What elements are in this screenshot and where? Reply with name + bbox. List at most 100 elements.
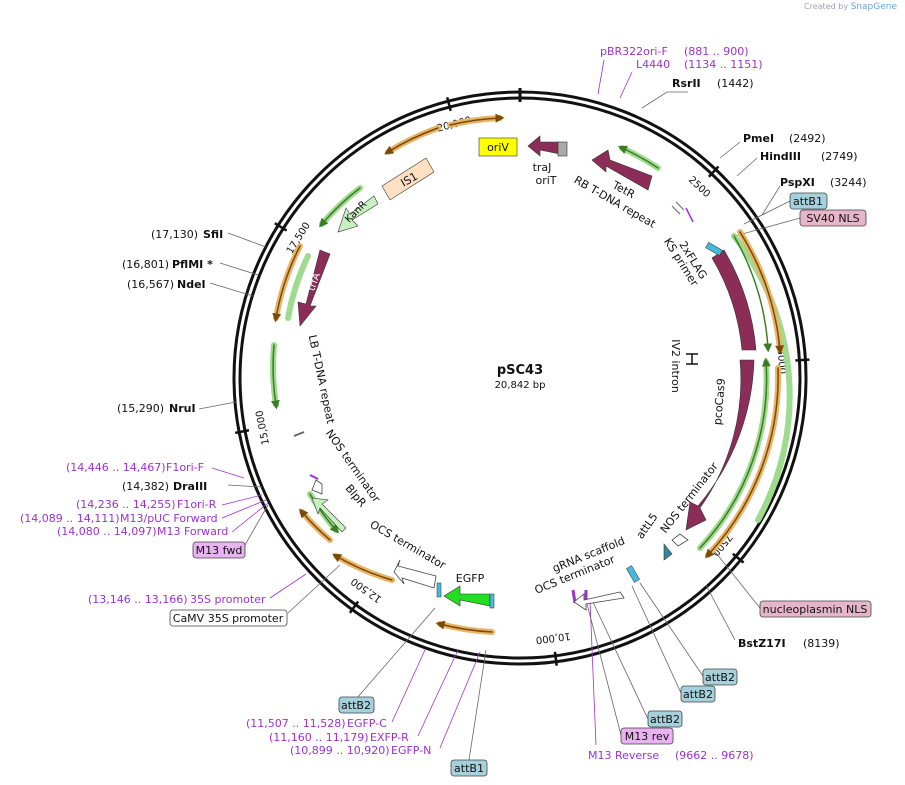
enzyme-sfii[interactable]: SfiI	[203, 228, 223, 241]
label-sv40-nls: SV40 NLS	[806, 212, 859, 225]
orf-top-1-arrow	[449, 113, 505, 126]
feature-nos-terminator-right[interactable]	[671, 533, 689, 547]
feature-ocs-terminator-right[interactable]	[573, 591, 625, 611]
enzyme-pspxi[interactable]: PspXI	[780, 176, 815, 189]
box-m13-fwd[interactable]	[192, 541, 246, 559]
enzyme-hindiii-pos: (2749)	[821, 150, 858, 163]
label-attb2-b: attB2	[683, 688, 713, 701]
orf-left-orange-arrow	[272, 245, 301, 323]
orf-blpr-green-arrow	[309, 493, 339, 534]
enzyme-rsrii[interactable]: RsrII	[672, 77, 701, 90]
feature-attb2-bar-right[interactable]	[626, 565, 640, 583]
box-sv40-nls[interactable]	[799, 209, 867, 227]
primer-leader-f1ori-f	[211, 467, 245, 479]
primer-m13-reverse-pos: (9662 .. 9678)	[675, 749, 754, 762]
box-camv-35s[interactable]	[169, 609, 288, 627]
primer-leader-pbr322	[597, 59, 605, 95]
orf-trfa-green	[285, 253, 311, 321]
primer-pbr322ori-f[interactable]: pBR322ori-F	[600, 45, 668, 58]
label-orit: oriT	[535, 174, 556, 187]
orf-lowerleft-2-arrow	[299, 508, 331, 541]
scale-tick-label: 10,000	[535, 630, 571, 645]
enzyme-pflmi[interactable]: PflMI *	[172, 258, 213, 271]
enzyme-sfii-pos: (17,130)	[151, 228, 198, 241]
box-m13-rev[interactable]	[620, 727, 674, 745]
feature-pcocas9[interactable]	[685, 359, 755, 531]
enzyme-ndei[interactable]: NdeI	[177, 278, 206, 291]
feature-2xflag-cas9-start[interactable]	[711, 249, 757, 351]
primer-pbr322ori-f-pos: (881 .. 900)	[684, 45, 749, 58]
feature-trfa[interactable]	[297, 249, 331, 327]
box-attb2-a[interactable]	[702, 668, 738, 686]
box-nucleoplasmin-nls[interactable]	[759, 600, 872, 618]
primer-m13-forward[interactable]: M13 Forward	[157, 525, 228, 538]
feature-rb-repeat[interactable]	[671, 201, 685, 215]
label-egfp: EGFP	[456, 572, 485, 585]
enzyme-draiii[interactable]: DraIII	[173, 480, 207, 493]
primer-f1ori-r[interactable]: F1ori-R	[177, 498, 217, 511]
label-ocs-terminator-left: OCS terminator	[368, 518, 449, 572]
primer-m13-reverse[interactable]: M13 Reverse	[588, 749, 659, 762]
feature-tetr[interactable]	[591, 149, 653, 191]
box-attb2-left[interactable]	[338, 696, 375, 714]
feature-iv2-intron[interactable]	[686, 353, 698, 365]
box-attb2-c[interactable]	[647, 710, 683, 728]
feature-kanr[interactable]	[337, 195, 379, 233]
primer-f1ori-f[interactable]: F1ori-F	[166, 461, 204, 474]
enzyme-bstz17i-pos: (8139)	[803, 637, 840, 650]
feature-traj[interactable]	[527, 135, 561, 157]
primer-leader-exfp-r	[417, 649, 459, 737]
box-attb1-bottom[interactable]	[450, 759, 488, 777]
label-attl5: attL5	[634, 511, 661, 542]
primer-exfp-r-pos: (11,160 .. 11,179)	[269, 731, 369, 744]
feature-orit[interactable]	[557, 141, 568, 157]
enzyme-bstz17i[interactable]: BstZ17I	[738, 637, 786, 650]
primer-leader-egfp-n	[439, 651, 481, 749]
scale-tick	[553, 651, 558, 666]
orf-lowerleft-1	[333, 553, 395, 583]
credit-prefix: Created by	[804, 2, 849, 11]
primer-m13puc-pos: (14,089 .. 14,111)	[20, 512, 120, 525]
primer-sites: pBR322ori-F (881 .. 900) L4440 (1134 .. …	[20, 45, 763, 762]
feature-is1[interactable]	[381, 157, 435, 201]
feature-attb1-bar-top[interactable]	[705, 242, 723, 256]
primer-egfp-c[interactable]: EGFP-C	[347, 717, 387, 730]
primer-m13puc[interactable]: M13/pUC Forward	[120, 512, 218, 525]
inner-labels: traJ oriT TetR RB T-DNA repeat 2xFLAG KS…	[306, 161, 728, 597]
feature-blpr[interactable]	[311, 497, 347, 533]
feature-ocs-terminator-left[interactable]	[393, 559, 437, 589]
enzyme-nrui[interactable]: NruI	[169, 402, 196, 415]
label-pcocas9: pcoCas9	[711, 378, 728, 426]
box-attb1-top[interactable]	[789, 192, 828, 210]
feature-oriv[interactable]	[478, 137, 518, 157]
enzyme-pflmi-pos: (16,801)	[122, 258, 169, 271]
enzyme-leader-ndei	[209, 282, 254, 297]
primer-f1ori-r-pos: (14,236 .. 14,255)	[76, 498, 176, 511]
primer-mark-ks	[685, 207, 694, 223]
feature-attb2-bar-left[interactable]	[436, 582, 442, 598]
primer-f1ori-f-pos: (14,446 .. 14,467)	[66, 461, 166, 474]
enzyme-leader-rsrii	[641, 91, 688, 109]
primer-egfp-n[interactable]: EGFP-N	[391, 744, 431, 757]
feature-nos-terminator-left[interactable]	[311, 479, 323, 495]
primer-35s[interactable]: 35S promoter	[190, 593, 266, 606]
box-attb2-b[interactable]	[680, 685, 716, 703]
primer-leader-f1ori-r	[221, 494, 263, 506]
feature-egfp[interactable]	[443, 585, 491, 607]
primer-leader-m13puc	[221, 499, 267, 519]
primer-l4440[interactable]: L4440	[636, 58, 670, 71]
label-iv2-intron: IV2 intron	[669, 339, 682, 393]
leader-camv	[287, 564, 341, 614]
feature-attb1-bar-bottom[interactable]	[489, 593, 495, 609]
label-attb2-c: attB2	[650, 713, 680, 726]
label-m13-fwd: M13 fwd	[196, 544, 243, 557]
boxed-labels: attB1 SV40 NLS nucleoplasmin NLS attB2 a…	[169, 192, 872, 777]
feature-attl5[interactable]	[663, 543, 673, 561]
enzyme-leader-pmei	[719, 141, 741, 159]
enzyme-pmei[interactable]: PmeI	[743, 132, 774, 145]
feature-lb-repeat[interactable]	[293, 431, 305, 437]
primer-exfp-r[interactable]: EXFP-R	[370, 731, 409, 744]
enzyme-hindiii[interactable]: HindIII	[760, 150, 801, 163]
